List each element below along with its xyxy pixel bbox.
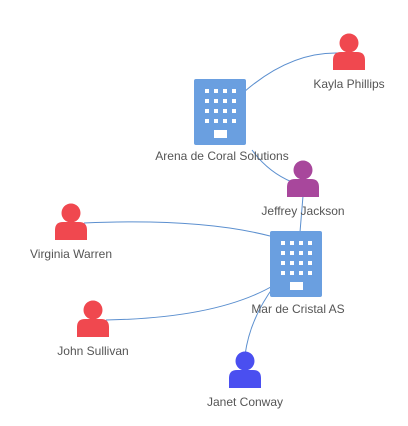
node-arena[interactable]: Arena de Coral Solutions bbox=[155, 79, 289, 163]
node-label: Kayla Phillips bbox=[313, 77, 384, 91]
node-label: Arena de Coral Solutions bbox=[155, 149, 288, 163]
edges-layer bbox=[83, 52, 339, 356]
person-icon bbox=[333, 33, 365, 70]
edge-jeffrey-mar bbox=[299, 195, 304, 233]
node-label: Jeffrey Jackson bbox=[261, 204, 344, 218]
person-icon bbox=[287, 160, 319, 197]
node-label: Mar de Cristal AS bbox=[251, 302, 344, 316]
node-john[interactable]: John Sullivan bbox=[57, 300, 129, 359]
node-jeffrey[interactable]: Jeffrey Jackson bbox=[261, 160, 345, 219]
person-icon bbox=[229, 351, 261, 388]
edge-arena-kayla bbox=[243, 52, 339, 93]
node-label: Janet Conway bbox=[207, 395, 283, 409]
person-icon bbox=[77, 300, 109, 337]
node-kayla[interactable]: Kayla Phillips bbox=[313, 33, 385, 92]
edge-virginia-mar bbox=[83, 221, 271, 237]
edge-john-mar bbox=[105, 283, 277, 321]
person-icon bbox=[55, 203, 87, 240]
node-label: Virginia Warren bbox=[30, 247, 112, 261]
node-virginia[interactable]: Virginia Warren bbox=[30, 203, 112, 262]
node-label: John Sullivan bbox=[57, 344, 128, 358]
edge-arena-jeffrey bbox=[251, 149, 293, 183]
building-icon bbox=[270, 231, 322, 297]
node-janet[interactable]: Janet Conway bbox=[207, 351, 283, 410]
node-mar[interactable]: Mar de Cristal AS bbox=[251, 231, 345, 316]
building-icon bbox=[194, 79, 246, 145]
